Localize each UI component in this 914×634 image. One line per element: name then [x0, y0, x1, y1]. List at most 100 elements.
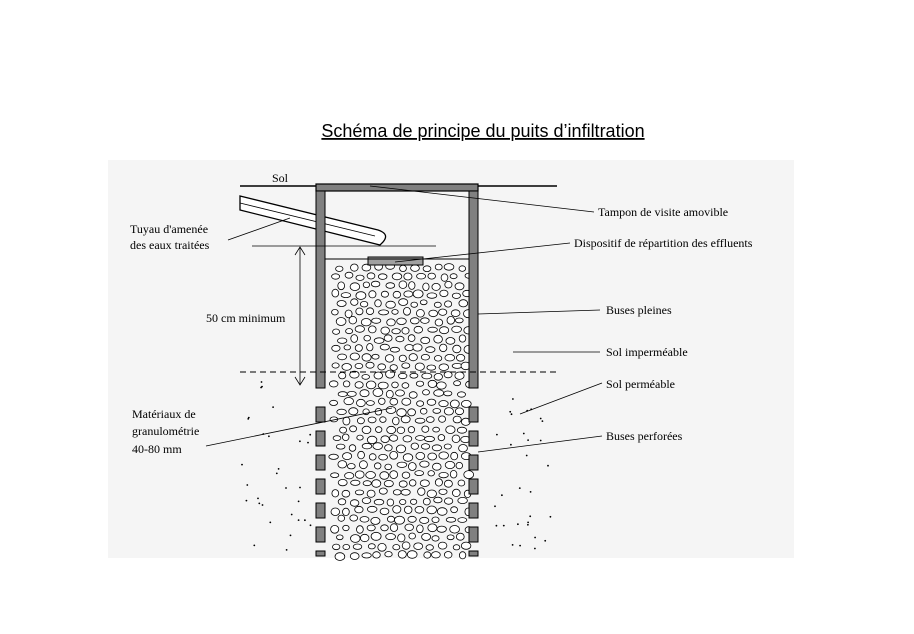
gravel-stone	[355, 274, 365, 281]
gravel-stone	[445, 337, 456, 345]
gravel-stone	[352, 543, 363, 550]
leader-tampon	[369, 185, 595, 213]
gravel-stone	[350, 479, 361, 486]
gravel-stone	[373, 498, 385, 506]
label-dispositif: Dispositif de répartition des effluents	[574, 236, 753, 250]
gravel-stone	[400, 415, 411, 424]
gravel-stone	[348, 316, 357, 325]
soil-dot	[261, 385, 263, 388]
gravel-stone	[401, 327, 410, 335]
gravel-stone	[359, 301, 369, 308]
gravel-stone	[349, 370, 360, 379]
gravel-stone	[370, 531, 382, 541]
gravel-stone	[335, 317, 347, 326]
leader-materiaux	[205, 407, 393, 447]
gravel-stone	[341, 489, 351, 498]
soil-dot	[275, 472, 278, 475]
gravel-stone	[433, 301, 442, 308]
gravel-stone	[385, 406, 397, 414]
depth-arrow-top	[294, 246, 306, 256]
gravel-stone	[361, 263, 372, 272]
gravel-stone	[401, 362, 411, 369]
soil-dot	[257, 497, 259, 500]
gravel-stone	[337, 514, 345, 522]
gravel-stone	[372, 442, 383, 450]
gravel-stone	[434, 478, 443, 487]
gravel-stone	[373, 371, 384, 380]
gravel-stone	[402, 306, 411, 316]
gravel-stone	[337, 478, 348, 487]
gravel-stone	[354, 344, 363, 352]
soil-dot	[272, 406, 274, 408]
label-sol-permeable: Sol perméable	[606, 377, 675, 391]
perforated-pipe-segment	[315, 526, 326, 543]
gravel-stone	[404, 523, 414, 531]
gravel-stone	[342, 544, 351, 551]
gravel-stone	[384, 354, 395, 363]
gravel-stone	[365, 400, 375, 406]
gravel-stone	[385, 300, 396, 309]
gravel-stone	[356, 398, 366, 408]
gravel-stone	[454, 407, 465, 416]
gravel-stone	[377, 542, 387, 552]
gravel-stone	[359, 389, 370, 398]
perforated-pipe-segment	[468, 550, 479, 557]
gravel-stone	[443, 497, 454, 505]
gravel-stone	[431, 535, 440, 542]
gravel-stone	[396, 317, 407, 325]
gravel-stone	[401, 541, 411, 550]
gravel-stone	[355, 291, 367, 300]
gravel-stone	[449, 399, 460, 409]
leader-buses-pleines	[477, 309, 601, 315]
gravel-fill	[328, 262, 475, 561]
gravel-stone	[413, 325, 424, 334]
gravel-stone	[362, 281, 370, 288]
gravel-stone	[417, 487, 426, 496]
gravel-stone	[399, 264, 407, 272]
gravel-stone	[386, 318, 396, 327]
soil-dot	[247, 418, 250, 420]
gravel-stone	[386, 515, 395, 523]
gravel-stone	[343, 397, 354, 406]
gravel-stone	[437, 434, 446, 442]
gravel-stone	[354, 325, 365, 333]
gravel-stone	[439, 289, 449, 298]
gravel-stone	[368, 325, 377, 334]
gravel-stone	[423, 551, 432, 559]
gravel-stone	[439, 343, 448, 353]
gravel-stone	[357, 450, 365, 460]
gravel-stone	[389, 523, 399, 532]
gravel-stone	[451, 488, 461, 497]
gravel-stone	[428, 309, 439, 318]
gravel-stone	[337, 391, 348, 397]
leader-dispositif	[394, 242, 571, 263]
gravel-stone	[401, 382, 410, 389]
gravel-stone	[449, 525, 460, 534]
gravel-stone	[394, 515, 405, 525]
gravel-stone	[446, 534, 455, 541]
gravel-stone	[396, 461, 408, 468]
gravel-stone	[389, 450, 399, 460]
gravel-stone	[365, 361, 375, 369]
soil-dot	[245, 499, 248, 502]
gravel-stone	[419, 516, 430, 524]
perforated-pipe-segment	[315, 406, 326, 423]
gravel-stone	[407, 408, 416, 417]
gravel-stone	[344, 472, 355, 480]
gravel-stone	[358, 460, 368, 470]
gravel-stone	[392, 489, 402, 496]
gravel-stone	[391, 381, 399, 389]
gravel-stone	[363, 335, 371, 342]
diagram-title: Schéma de principe du puits d’infiltrati…	[321, 121, 644, 141]
gravel-stone	[365, 307, 375, 316]
soil-dot	[527, 439, 529, 441]
gravel-stone	[361, 374, 370, 380]
gravel-stone	[438, 400, 449, 408]
gravel-stone	[445, 516, 457, 523]
gravel-stone	[366, 524, 376, 532]
distribution-device	[367, 256, 424, 266]
gravel-stone	[370, 280, 381, 288]
gravel-stone	[330, 472, 340, 479]
gravel-stone	[409, 479, 417, 487]
gravel-stone	[407, 334, 416, 342]
